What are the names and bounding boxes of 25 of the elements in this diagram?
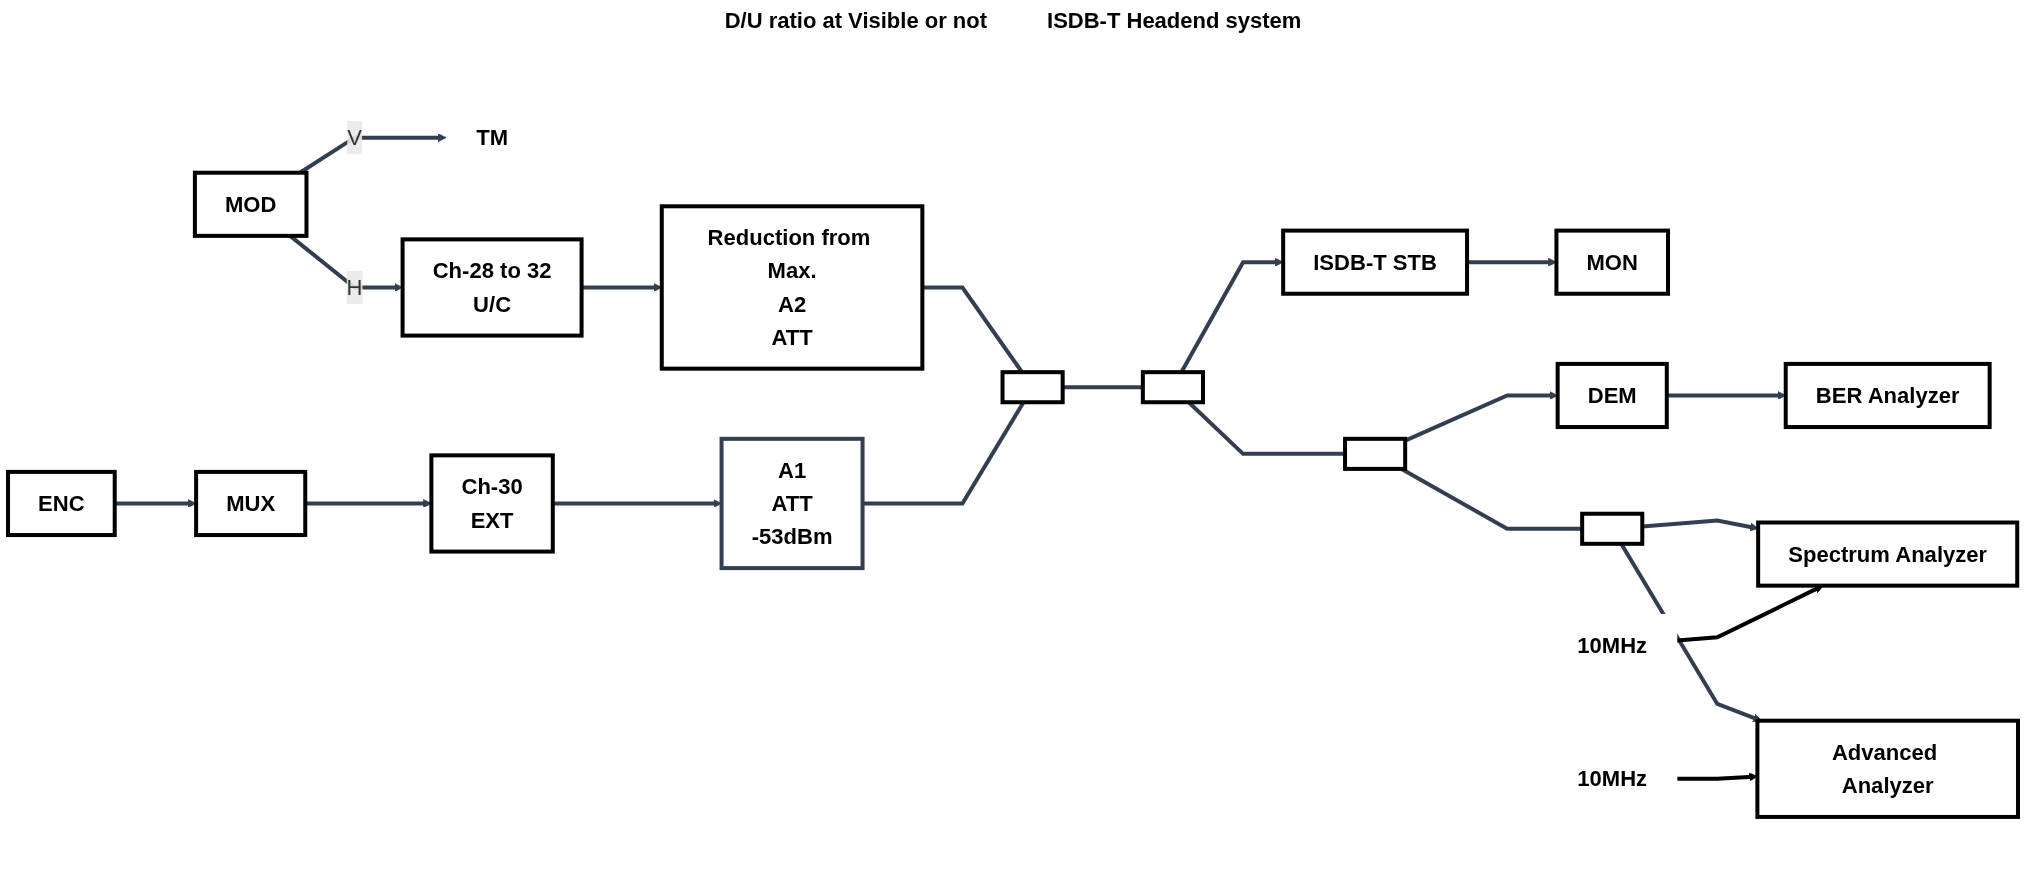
node-box: Spectrum Analyzer [1756, 520, 2020, 588]
node-box: Ch-30 EXT [429, 453, 555, 554]
node-box: Advanced Analyzer [1755, 718, 2020, 819]
node-box: ENC [6, 469, 117, 538]
node-box: Reduction from Max. A2 ATT [659, 204, 925, 371]
node-box: Ch-28 to 32 U/C [400, 237, 584, 338]
edge-label: H [346, 274, 363, 301]
node-box [1580, 511, 1645, 546]
connector [862, 401, 1026, 506]
edge-label: V [347, 125, 362, 151]
arrow [1467, 257, 1557, 267]
node-box: MON [1554, 228, 1670, 296]
node-box [1343, 436, 1408, 471]
node-box: MOD [192, 170, 309, 238]
note-text: ISDB-T Headend system [1047, 8, 1302, 34]
node-box [1140, 370, 1205, 405]
node-box [1000, 370, 1065, 405]
node-text: TM [476, 125, 508, 151]
node-box: ISDB-T STB [1281, 228, 1470, 296]
node-box: BER Analyzer [1783, 361, 1992, 430]
note-text: D/U ratio at Visible or not [724, 8, 988, 34]
node-box: DEM [1555, 361, 1669, 430]
node-text: 10MHz [1577, 766, 1648, 792]
node-box: A1 ATT -53dBm [719, 436, 865, 571]
node-box: MUX [194, 469, 308, 538]
